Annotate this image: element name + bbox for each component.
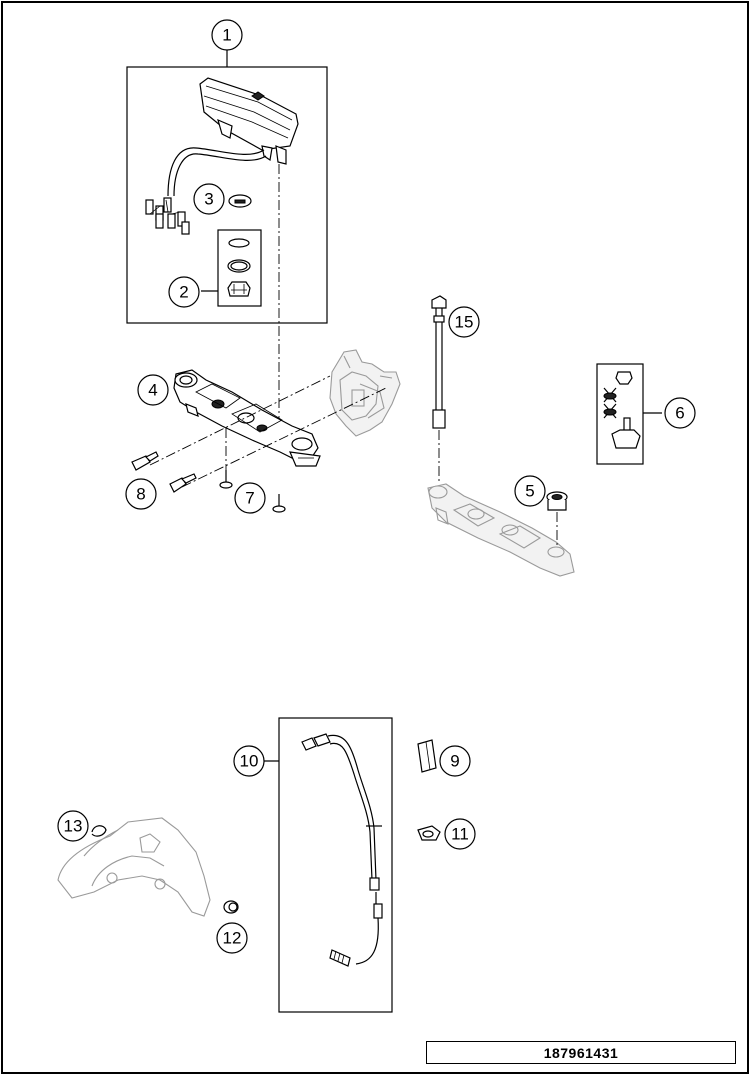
- callout-7[interactable]: 7: [234, 482, 266, 514]
- group-box-wheel-sensor: [278, 717, 393, 1013]
- cable-clip-item-9-drawing: [417, 739, 437, 773]
- callout-9-label: 9: [450, 752, 459, 771]
- callout-5[interactable]: 5: [514, 475, 546, 507]
- callout-10[interactable]: 10: [233, 745, 265, 777]
- bushing-item-12-drawing: [223, 900, 239, 914]
- group-box-bushing-kit: [596, 363, 644, 465]
- callout-1-label: 1: [222, 26, 231, 45]
- callout-11[interactable]: 11: [444, 818, 476, 850]
- triple-clamp-item-4-drawing: [173, 369, 321, 467]
- callout-10-label: 10: [240, 752, 259, 771]
- brake-disc-outline-drawing: [57, 817, 211, 917]
- group-box-seal-kit: [217, 229, 262, 307]
- bolt-item-8-drawing: [131, 451, 197, 493]
- callout-4[interactable]: 4: [137, 374, 169, 406]
- callout-15[interactable]: 15: [448, 306, 480, 338]
- steering-stem-item-15-drawing: [431, 295, 447, 484]
- callout-2-label: 2: [179, 283, 188, 302]
- wiring-harness-drawing: [145, 147, 267, 235]
- dashboard-unit-drawing: [199, 77, 299, 165]
- callout-9[interactable]: 9: [439, 745, 471, 777]
- callout-7-label: 7: [245, 489, 254, 508]
- bushing-kit-drawing: [603, 371, 641, 449]
- alignment-line-bolt-lower: [181, 387, 387, 488]
- callout-12-label: 12: [223, 929, 242, 948]
- callout-8-label: 8: [136, 485, 145, 504]
- callout-13[interactable]: 13: [57, 810, 89, 842]
- callout-6[interactable]: 6: [664, 397, 696, 429]
- callout-15-label: 15: [455, 313, 474, 332]
- drawing-number: 187961431: [543, 1044, 619, 1061]
- grommet-item-3-drawing: [228, 194, 252, 208]
- dashboard-bracket-drawing: [329, 349, 401, 437]
- callout-13-label: 13: [64, 817, 83, 836]
- callout-2[interactable]: 2: [168, 276, 200, 308]
- cable-clamp-item-11-drawing: [417, 825, 441, 841]
- seal-kit-drawing: [227, 238, 251, 297]
- wheel-speed-sensor-cable-drawing: [301, 733, 383, 967]
- alignment-line-bolt-upper: [149, 375, 331, 466]
- callout-4-label: 4: [148, 381, 157, 400]
- callout-3[interactable]: 3: [193, 183, 225, 215]
- callout-12[interactable]: 12: [216, 922, 248, 954]
- callout-8[interactable]: 8: [125, 478, 157, 510]
- callout-6-label: 6: [675, 404, 684, 423]
- drawing-number-box: 187961431: [426, 1041, 736, 1064]
- callout-1[interactable]: 1: [211, 19, 243, 51]
- screw-item-7-drawing: [219, 470, 286, 513]
- nut-item-5-drawing: [546, 491, 568, 546]
- lower-clamp-grey-drawing: [427, 483, 575, 577]
- callout-11-label: 11: [451, 825, 469, 844]
- circlip-item-13-drawing: [91, 825, 107, 837]
- callout-3-label: 3: [204, 190, 213, 209]
- callout-5-label: 5: [525, 482, 534, 501]
